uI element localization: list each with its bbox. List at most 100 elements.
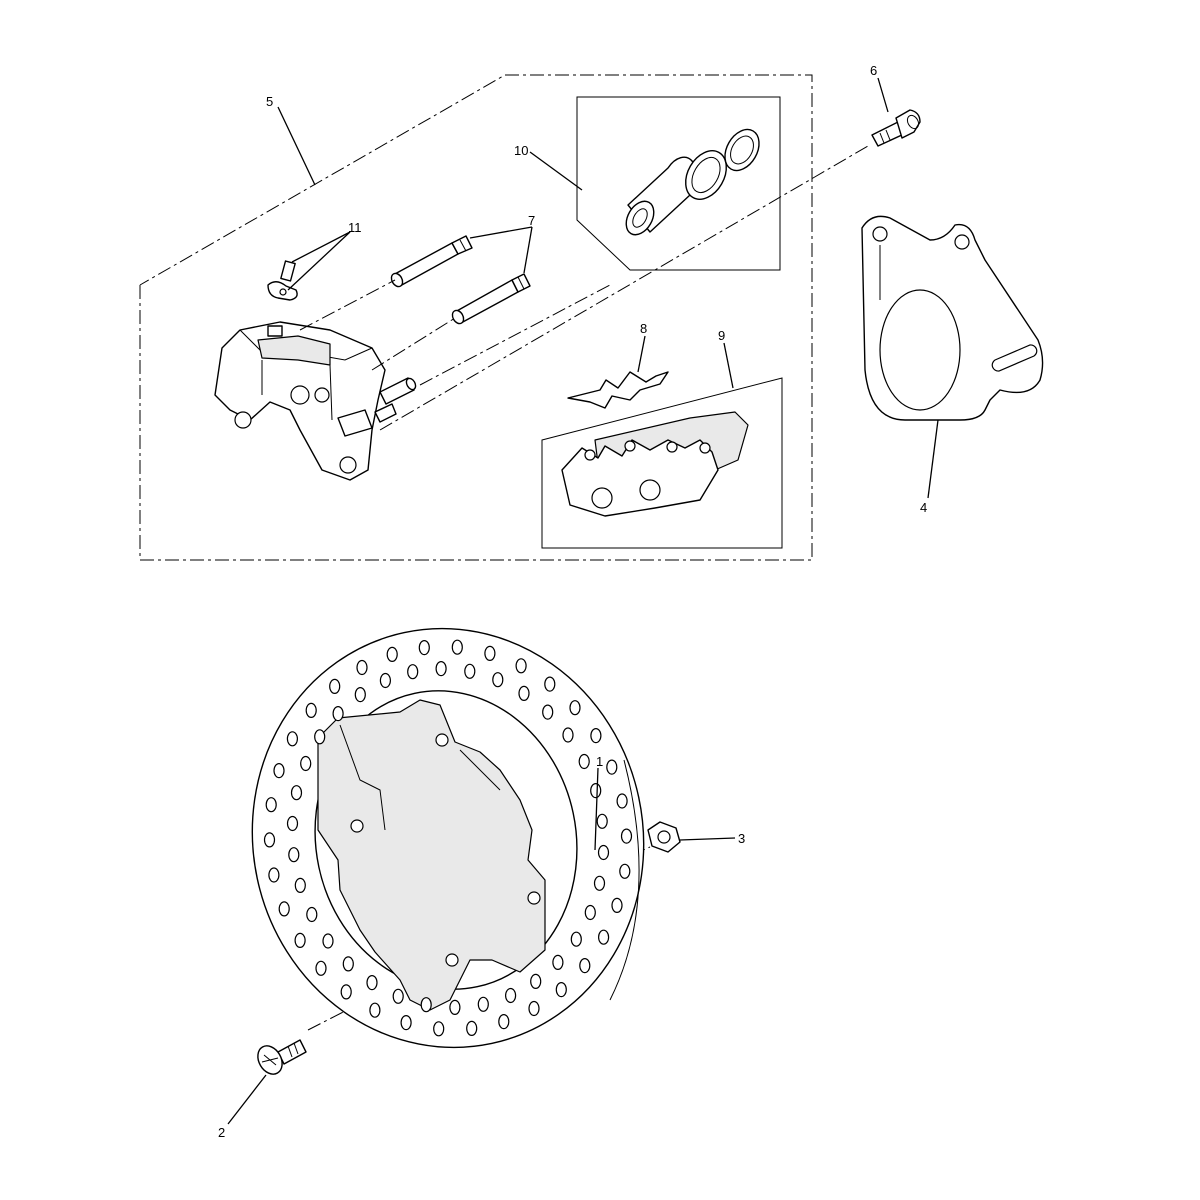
caliper-kit-boundary [139, 74, 813, 561]
callout-11: 11 [348, 220, 362, 235]
disc-vent-hole [433, 1021, 445, 1037]
bleed-nipple [267, 260, 298, 301]
disc-vent-hole [332, 705, 344, 722]
disc-vent-hole [528, 1000, 540, 1017]
disc-vent-hole [263, 832, 276, 848]
disc-vent-hole [590, 727, 602, 744]
disc-vent-hole [611, 897, 623, 914]
disc-vent-hole [379, 672, 391, 689]
disc-vent-hole [530, 973, 542, 990]
disc-vent-hole [286, 815, 299, 832]
disc-vent-hole [590, 782, 602, 799]
disc-vent-hole [329, 678, 341, 695]
disc-vent-hole [273, 762, 285, 779]
disc-vent-hole [300, 755, 312, 772]
disc-vent-hole [354, 686, 366, 703]
disc-vent-holes [263, 639, 633, 1037]
disc-vent-hole [342, 956, 354, 972]
disc-vent-hole [570, 931, 582, 947]
disc-vent-hole [477, 996, 489, 1012]
disc-vent-hole [322, 933, 334, 949]
callout-4: 4 [920, 500, 927, 515]
brake-disc [251, 627, 645, 1049]
pad-spring [567, 371, 669, 409]
disc-vent-hole [305, 702, 317, 719]
pad-pin-lower [451, 273, 531, 325]
disc-vent-hole [286, 731, 298, 747]
callout-6: 6 [870, 63, 877, 78]
disc-vent-hole [596, 813, 608, 829]
disc-vent-hole [314, 729, 326, 745]
disc-vent-hole [584, 904, 596, 921]
disc-vent-hole [606, 759, 618, 775]
disc-vent-hole [464, 663, 476, 679]
disc-vent-hole [290, 785, 303, 801]
callout-2: 2 [218, 1125, 225, 1140]
disc-vent-hole [294, 932, 306, 949]
disc-bolt [257, 1039, 307, 1075]
disc-vent-hole [492, 672, 504, 688]
pad-pin-upper [390, 235, 473, 288]
leader-lines [227, 77, 939, 1125]
disc-vent-hole [562, 727, 574, 743]
callout-5: 5 [266, 94, 273, 109]
disc-vent-hole [579, 957, 591, 974]
disc-vent-hole [597, 929, 610, 945]
seal-ring-small [724, 128, 760, 172]
disc-vent-hole [505, 987, 517, 1004]
disc-vent-hole [484, 645, 496, 662]
disc-vent-hole [542, 704, 554, 720]
disc-vent-hole [451, 639, 463, 655]
disc-vent-hole [265, 797, 277, 813]
disc-vent-hole [544, 676, 556, 692]
disc-vent-hole [340, 984, 352, 1000]
disc-vent-hole [449, 999, 461, 1016]
brake-pad-box [541, 377, 783, 549]
disc-vent-hole [418, 639, 430, 656]
disc-vent-hole [620, 828, 633, 844]
disc-vent-hole [593, 875, 606, 891]
brake-caliper [214, 321, 417, 481]
disc-vent-hole [356, 659, 368, 676]
disc-vent-hole [555, 981, 567, 998]
disc-vent-hole [288, 847, 300, 863]
disc-vent-hole [498, 1013, 510, 1030]
disc-nut [647, 821, 681, 853]
callout-3: 3 [738, 831, 745, 846]
disc-vent-hole [369, 1002, 381, 1018]
seal-ring-large [685, 150, 727, 200]
seal-kit-box [576, 96, 781, 271]
disc-vent-hole [578, 753, 590, 770]
callouts: 5 6 10 7 11 8 9 4 1 3 2 [218, 63, 927, 1140]
disc-vent-hole [278, 901, 290, 917]
caliper-bracket [861, 215, 1044, 421]
disc-vent-hole [294, 877, 306, 894]
disc-vent-hole [386, 646, 398, 663]
disc-vent-hole [597, 844, 610, 861]
disc-vent-hole [268, 867, 280, 883]
caliper-bolt [871, 109, 921, 147]
callout-7: 7 [528, 213, 535, 228]
disc-vent-hole [619, 863, 631, 879]
disc-vent-hole [616, 793, 628, 809]
callout-8: 8 [640, 321, 647, 336]
disc-vent-hole [392, 988, 404, 1004]
disc-vent-hole [435, 660, 447, 677]
disc-vent-hole [552, 954, 564, 971]
disc-vent-hole [306, 906, 318, 923]
disc-vent-hole [315, 960, 327, 976]
disc-vent-hole [366, 974, 378, 991]
disc-vent-hole [518, 685, 530, 702]
disc-vent-hole [407, 664, 419, 680]
disc-vent-hole [515, 658, 527, 674]
callout-10: 10 [514, 143, 528, 158]
callout-1: 1 [596, 754, 603, 769]
disc-vent-hole [466, 1020, 478, 1037]
disc-vent-hole [400, 1014, 412, 1031]
disc-vent-hole [420, 997, 432, 1013]
disc-vent-hole [569, 700, 581, 716]
piston [625, 156, 697, 236]
brake-pad [561, 439, 719, 517]
callout-9: 9 [718, 328, 725, 343]
